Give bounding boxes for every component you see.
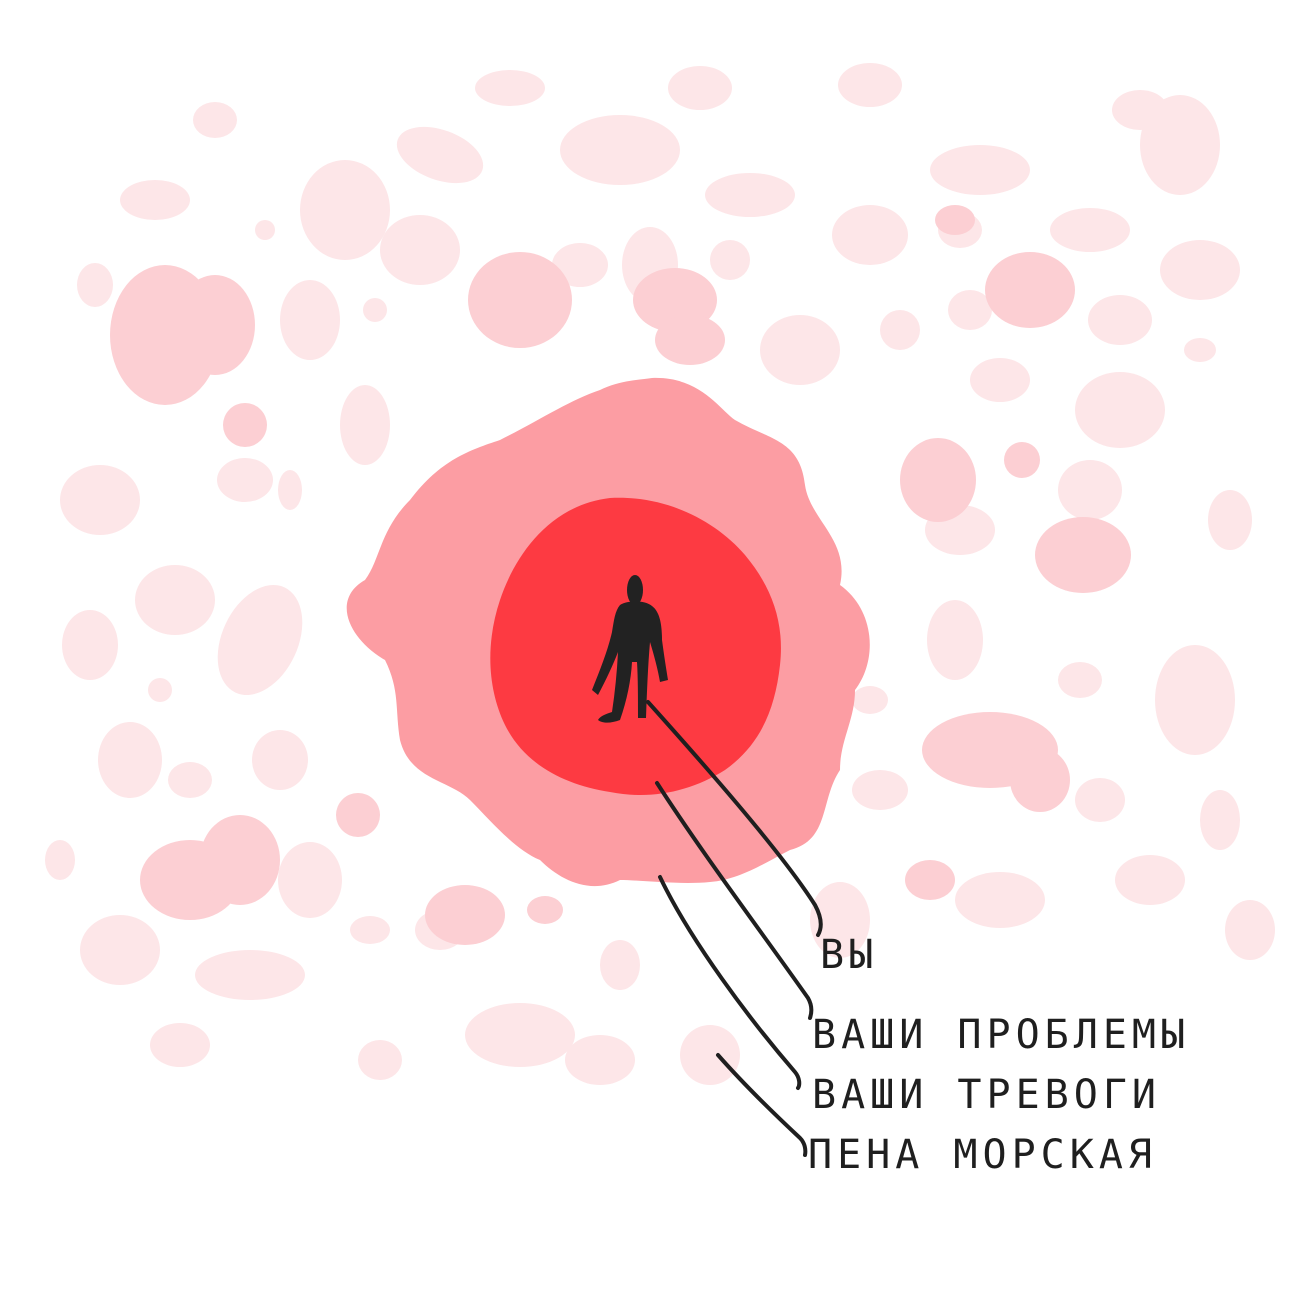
person-figure bbox=[592, 575, 668, 723]
leader-line-sea-foam bbox=[716, 1053, 808, 1157]
labels: ВЫ ВАШИ ПРОБЛЕМЫ ВАШИ ТРЕВОГИ ПЕНА МОРСК… bbox=[808, 932, 1190, 1178]
foam-light-blobs bbox=[45, 63, 1275, 1085]
label-problems: ВАШИ ПРОБЛЕМЫ bbox=[812, 1012, 1190, 1058]
label-you: ВЫ bbox=[820, 932, 878, 978]
leader-lines bbox=[646, 700, 823, 1157]
label-anxieties: ВАШИ ТРЕВОГИ bbox=[812, 1072, 1161, 1118]
leader-line-problems bbox=[655, 781, 814, 1020]
label-sea-foam: ПЕНА МОРСКАЯ bbox=[808, 1132, 1157, 1178]
sea-foam-layer bbox=[45, 63, 1275, 1085]
person-body bbox=[592, 601, 668, 723]
person-head bbox=[627, 575, 643, 605]
leader-line-anxieties bbox=[658, 875, 802, 1090]
foam-mid-blobs bbox=[110, 205, 1131, 945]
leader-line-you bbox=[646, 700, 823, 937]
